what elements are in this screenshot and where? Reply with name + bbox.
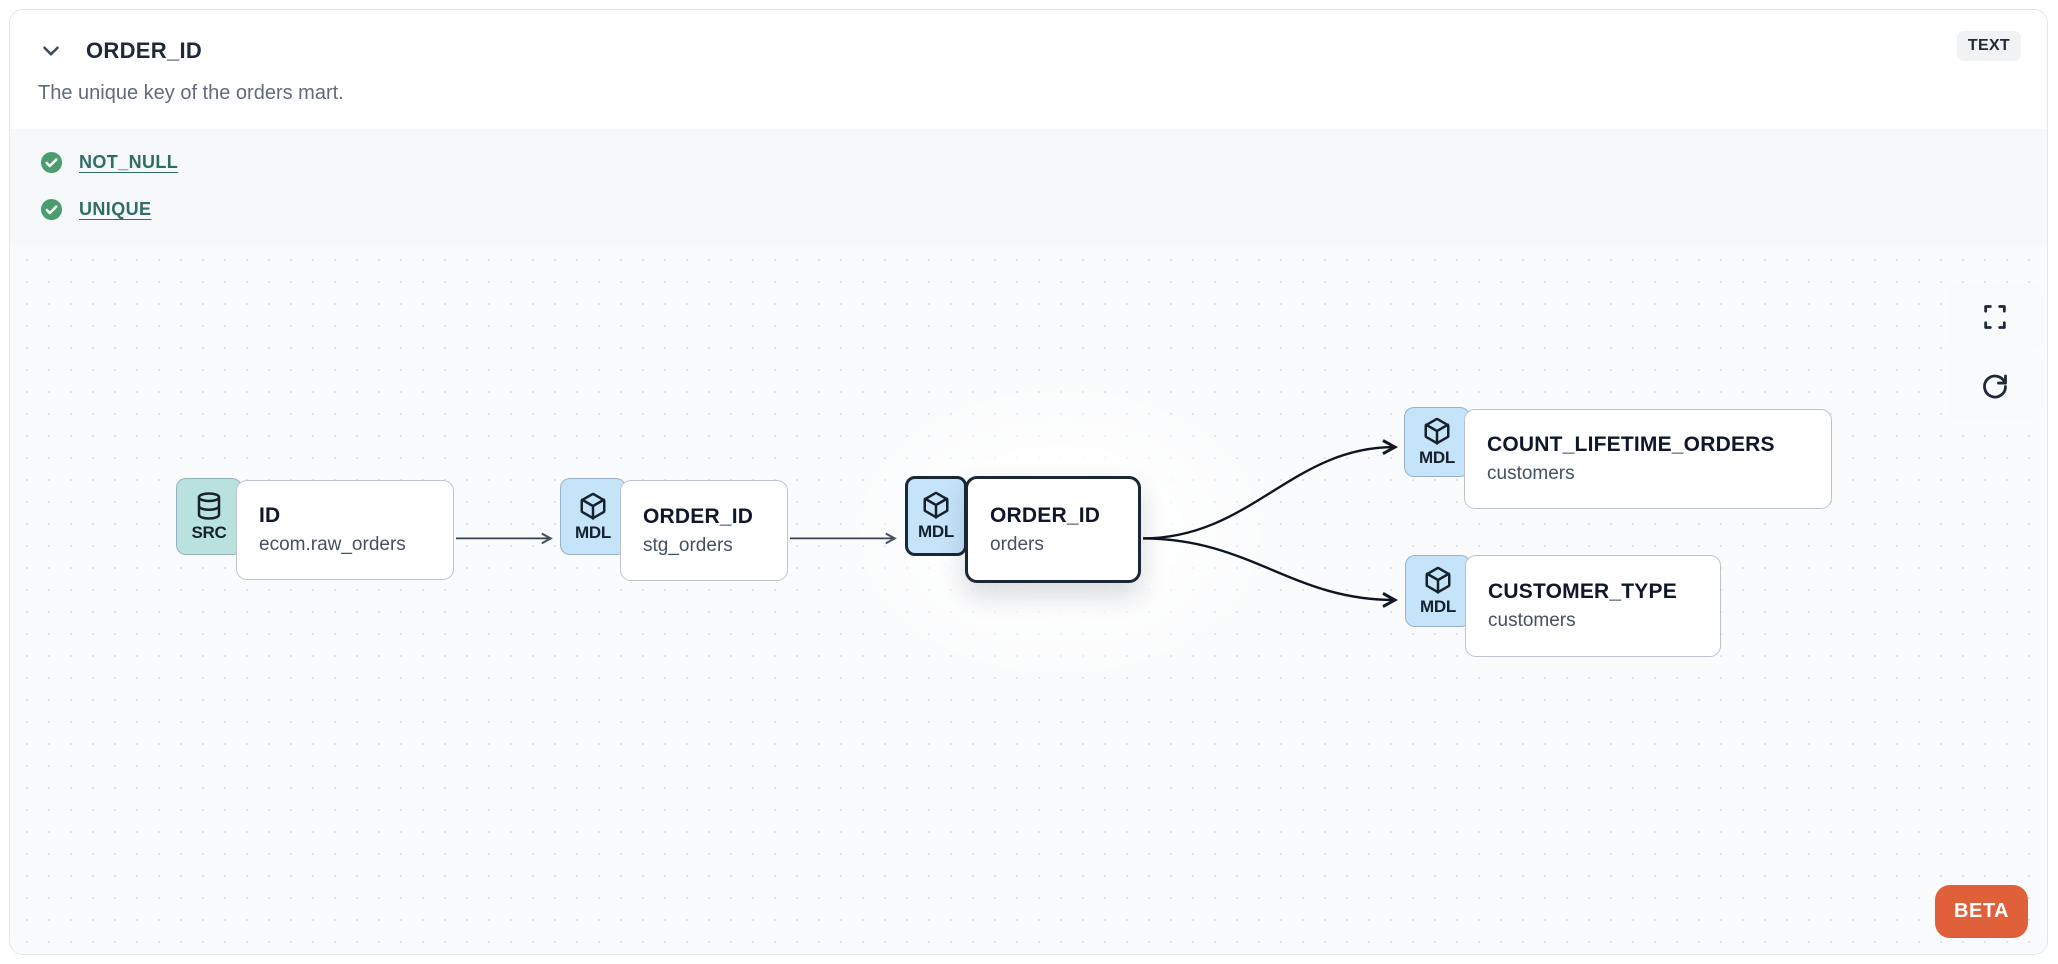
node-badge-label: MDL xyxy=(1419,448,1455,467)
edge-orders-to-count-lifetime-orders xyxy=(1142,439,1399,540)
model-badge: MDL xyxy=(905,476,967,556)
model-badge: MDL xyxy=(1404,407,1470,477)
check-circle-icon xyxy=(40,151,63,174)
node-subtitle: ecom.raw_orders xyxy=(259,534,406,555)
node-subtitle: customers xyxy=(1488,610,1576,631)
beta-badge: BETA xyxy=(1935,885,2028,938)
refresh-button[interactable] xyxy=(1948,353,2042,419)
canvas-controls xyxy=(1948,284,2042,419)
node-card: ID ecom.raw_orders xyxy=(236,480,454,580)
data-type-badge: TEXT xyxy=(1956,31,2021,61)
test-link-unique[interactable]: UNIQUE xyxy=(79,199,152,219)
database-icon xyxy=(197,491,221,520)
cube-icon xyxy=(1425,566,1451,594)
cube-icon xyxy=(580,492,606,520)
node-card: ORDER_ID stg_orders xyxy=(620,480,788,581)
node-subtitle: customers xyxy=(1487,463,1575,484)
node-badge-label: MDL xyxy=(575,522,611,542)
column-details-panel: ORDER_ID TEXT The unique key of the orde… xyxy=(9,9,2048,955)
source-badge: SRC xyxy=(176,478,242,555)
panel-header: ORDER_ID TEXT The unique key of the orde… xyxy=(10,10,2047,129)
node-badge-label: MDL xyxy=(1420,597,1456,616)
lineage-canvas[interactable]: SRC ID ecom.raw_orders MDL ORDER_ID stg_… xyxy=(10,247,2047,954)
node-title: COUNT_LIFETIME_ORDERS xyxy=(1487,433,1775,456)
cube-icon xyxy=(923,491,949,519)
test-row-unique: UNIQUE xyxy=(40,198,2019,221)
test-row-not-null: NOT_NULL xyxy=(40,151,2019,174)
test-link-not-null[interactable]: NOT_NULL xyxy=(79,152,179,172)
lineage-edges xyxy=(456,439,1399,608)
refresh-icon xyxy=(1983,374,2007,399)
node-title: CUSTOMER_TYPE xyxy=(1488,580,1677,603)
node-title: ORDER_ID xyxy=(990,503,1101,527)
fullscreen-button[interactable] xyxy=(1948,284,2042,350)
model-badge: MDL xyxy=(560,478,626,555)
node-subtitle: orders xyxy=(990,533,1044,555)
model-badge: MDL xyxy=(1405,555,1471,627)
node-card: COUNT_LIFETIME_ORDERS customers xyxy=(1464,409,1832,509)
node-title: ID xyxy=(259,504,281,527)
cube-icon xyxy=(1424,417,1450,445)
node-subtitle: stg_orders xyxy=(643,534,733,556)
node-badge-label: SRC xyxy=(191,522,227,542)
tests-section: NOT_NULL UNIQUE xyxy=(10,129,2047,247)
column-title: ORDER_ID xyxy=(86,38,203,63)
fullscreen-icon xyxy=(1984,305,2006,329)
node-card: CUSTOMER_TYPE customers xyxy=(1465,555,1721,657)
edge-orders-to-customer-type xyxy=(1142,537,1399,608)
node-card: ORDER_ID orders xyxy=(965,476,1141,583)
node-badge-label: MDL xyxy=(918,522,954,541)
node-title: ORDER_ID xyxy=(643,504,754,528)
column-description: The unique key of the orders mart. xyxy=(38,82,344,104)
chevron-down-icon[interactable] xyxy=(38,38,64,64)
check-circle-icon xyxy=(40,198,63,221)
